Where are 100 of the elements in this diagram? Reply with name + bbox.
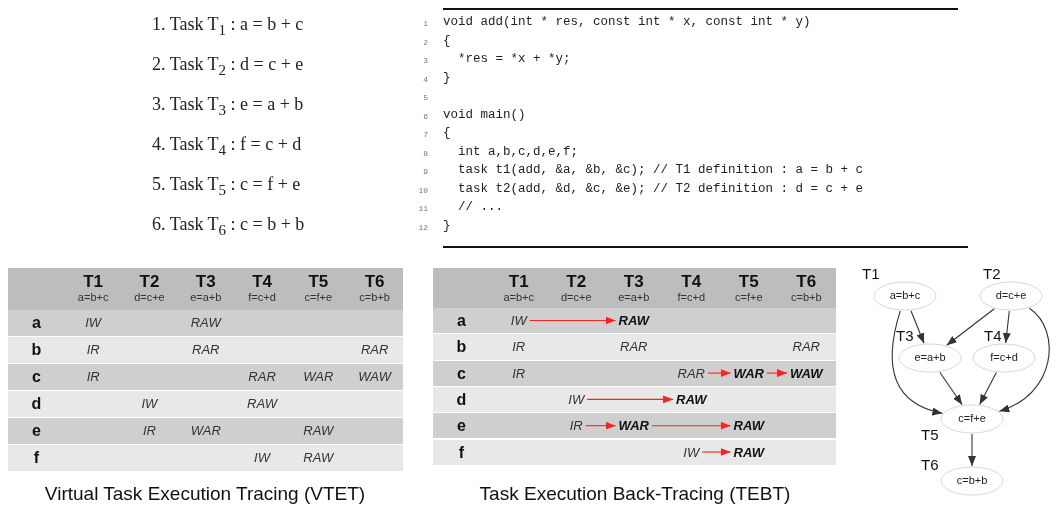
node-label: c=b+b bbox=[956, 474, 988, 486]
task-name-label: T5 bbox=[921, 426, 939, 443]
row-header: d bbox=[31, 395, 42, 413]
row-header: b bbox=[31, 341, 42, 359]
column-header: T2 bbox=[566, 272, 587, 292]
column-header: T1 bbox=[83, 272, 104, 292]
column-subheader: a=b+c bbox=[503, 291, 535, 303]
line-number: 4 bbox=[422, 74, 428, 84]
column-subheader: c=b+b bbox=[359, 291, 390, 303]
table-cell-text: RAR bbox=[192, 342, 220, 357]
code-line: int a,b,c,d,e,f; bbox=[458, 144, 579, 159]
arrow bbox=[968, 433, 976, 467]
column-header: T6 bbox=[364, 272, 385, 292]
code-line: *res = *x + *y; bbox=[458, 52, 571, 66]
task-definition: 4. Task T$_{4}$ : f = c + d bbox=[152, 134, 302, 159]
arrow bbox=[586, 395, 674, 404]
node-label: d=c+e bbox=[995, 289, 1027, 301]
table-cell-text: IR bbox=[512, 339, 526, 355]
arrow bbox=[707, 369, 732, 378]
column-header: T3 bbox=[195, 272, 216, 292]
code-line: { bbox=[443, 33, 451, 48]
task-definition: 3. Task T$_{3}$ : e = a + b bbox=[152, 94, 304, 119]
arrow bbox=[701, 448, 732, 456]
task-node bbox=[873, 281, 937, 311]
task-definition: 6. Task T$_{6}$ : c = b + b bbox=[152, 214, 305, 239]
table-cell-text: WAR bbox=[303, 369, 334, 384]
column-subheader: f=c+d bbox=[248, 291, 276, 303]
task-node bbox=[940, 404, 1004, 434]
code-line: void add(int * res, const int * x, const int * y) bbox=[443, 15, 811, 29]
table-cell-text: WAR bbox=[618, 418, 649, 434]
line-number: 1 bbox=[422, 19, 428, 28]
table-cell-text: RAR bbox=[620, 339, 648, 355]
task-definition: 5. Task T$_{5}$ : c = f + e bbox=[152, 174, 301, 199]
column-header: T6 bbox=[796, 272, 817, 292]
table-caption: Virtual Task Execution Tracing (VTET) bbox=[44, 483, 366, 505]
arrow bbox=[939, 371, 963, 406]
row-header: d bbox=[456, 390, 467, 409]
column-subheader: d=c+e bbox=[134, 291, 165, 303]
line-number: 11 bbox=[417, 204, 428, 213]
arrow bbox=[1002, 310, 1011, 344]
table-cell-text: IW bbox=[510, 313, 527, 328]
line-number: 2 bbox=[422, 37, 428, 47]
table-cell-text: WAR bbox=[190, 423, 221, 438]
task-node bbox=[940, 466, 1004, 496]
row-header: a bbox=[32, 314, 41, 332]
table-cell-text: WAW bbox=[358, 369, 391, 384]
column-subheader: a=b+c bbox=[77, 291, 109, 303]
row-header: f bbox=[33, 449, 40, 467]
task-name-label: T4 bbox=[984, 327, 1002, 344]
row-header: c bbox=[457, 364, 466, 383]
table-cell-text: IR bbox=[86, 342, 100, 357]
code-line: // ... bbox=[458, 200, 503, 214]
column-subheader: c=f+e bbox=[304, 291, 333, 303]
table-cell-text: RAW bbox=[733, 444, 764, 460]
line-number: 10 bbox=[417, 185, 428, 195]
line-number: 7 bbox=[422, 130, 428, 139]
table-cell-text: WAR bbox=[733, 365, 764, 381]
code-line: task t2(add, &d, &c, &e); // T2 definition : d = c + e bbox=[458, 181, 864, 196]
node-label: a=b+c bbox=[889, 289, 921, 301]
row-header: c bbox=[32, 368, 41, 386]
node-label: c=f+e bbox=[958, 412, 986, 424]
table-cell-text: RAW bbox=[247, 396, 278, 411]
table-cell-text: IW bbox=[141, 396, 158, 411]
code-line: } bbox=[443, 70, 451, 85]
task-definition: 1. Task T$_{1}$ : a = b + c bbox=[152, 14, 304, 39]
table-cell-text: RAW bbox=[618, 313, 649, 328]
row-header: a bbox=[457, 312, 466, 330]
node-label: e=a+b bbox=[914, 351, 946, 363]
table-cell-text: IR bbox=[569, 418, 583, 434]
column-subheader: d=c+e bbox=[560, 291, 592, 303]
column-header: T4 bbox=[681, 272, 702, 292]
table-cell-text: RAW bbox=[303, 450, 334, 465]
table-cell-text: RAR bbox=[792, 339, 820, 355]
column-subheader: c=f+e bbox=[735, 291, 763, 303]
column-header: T4 bbox=[252, 272, 272, 292]
table-cell-text: IW bbox=[683, 444, 700, 460]
arrow bbox=[766, 369, 788, 378]
line-number: 12 bbox=[417, 222, 428, 232]
task-name-label: T6 bbox=[921, 456, 939, 473]
line-number: 8 bbox=[422, 148, 428, 158]
column-subheader: c=b+b bbox=[790, 291, 822, 303]
arrow bbox=[998, 307, 1050, 412]
table-cell-text: IR bbox=[86, 369, 100, 384]
column-header: T2 bbox=[139, 272, 160, 292]
line-number: 9 bbox=[422, 167, 428, 176]
column-header: T5 bbox=[738, 272, 759, 292]
arrow bbox=[585, 421, 617, 430]
column-subheader: f=c+d bbox=[677, 291, 705, 303]
arrow bbox=[946, 308, 995, 346]
table-cell-text: IW bbox=[254, 450, 270, 465]
column-header: T5 bbox=[308, 272, 329, 292]
column-header: T1 bbox=[508, 272, 529, 292]
code-line: task t1(add, &a, &b, &c); // T1 definition : a = b + c bbox=[458, 163, 864, 177]
row-header: b bbox=[456, 338, 467, 357]
arrow bbox=[651, 421, 732, 430]
row-header: e bbox=[457, 417, 466, 436]
table-cell-text: RAW bbox=[733, 418, 764, 434]
table-cell-text: RAW bbox=[190, 315, 221, 330]
line-number: 5 bbox=[422, 93, 428, 102]
task-name-label: T1 bbox=[862, 265, 880, 282]
